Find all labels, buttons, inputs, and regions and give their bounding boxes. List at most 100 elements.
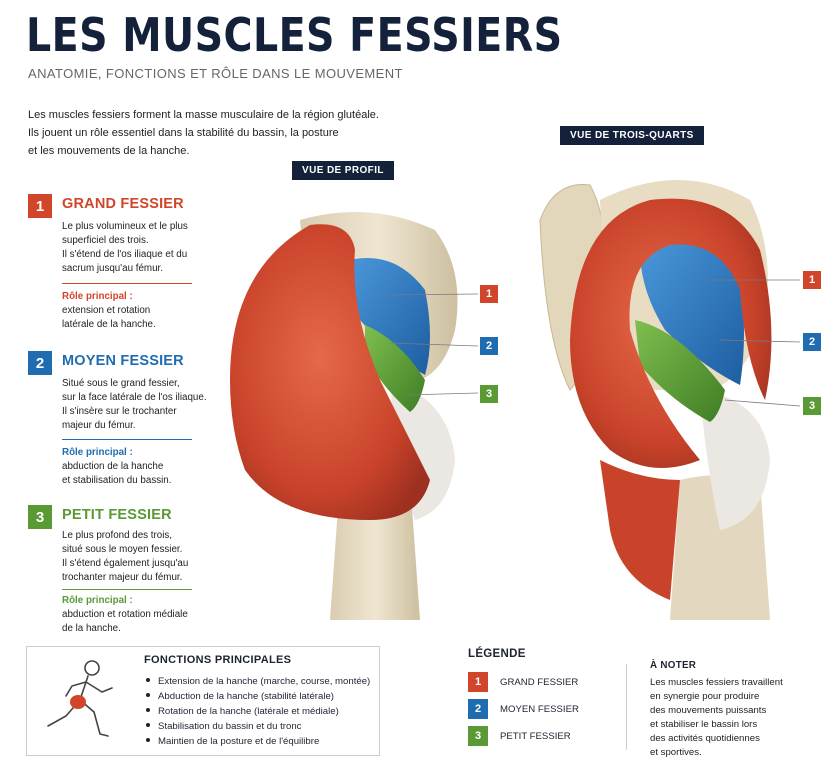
section-body-line: Il s'étend de l'os iliaque et du <box>62 249 188 260</box>
legend-label: PETIT FESSIER <box>500 730 571 742</box>
leader-line <box>389 342 479 347</box>
role-line: de la hanche. <box>62 623 121 634</box>
function-item-label: Stabilisation du bassin et du tronc <box>158 721 302 732</box>
functions-list: Extension de la hanche (marche, course, … <box>144 674 370 749</box>
runner-icon <box>47 660 113 737</box>
bullet-icon <box>146 678 150 683</box>
section-body-line: Le plus profond des trois, <box>62 530 173 541</box>
legend-swatch: 2 <box>468 699 488 719</box>
section-title-moyen-fessier: MOYEN FESSIER <box>62 353 184 369</box>
function-item: Rotation de la hanche (latérale et média… <box>144 704 370 719</box>
role-line: latérale de la hanche. <box>62 319 156 330</box>
section-body-line: situé sous le moyen fessier. <box>62 544 183 555</box>
note-line: Les muscles fessiers travaillent <box>650 677 783 688</box>
intro-text: Les muscles fessiers forment la masse mu… <box>28 106 379 160</box>
legend-title: LÉGENDE <box>468 648 526 660</box>
bullet-icon <box>146 723 150 728</box>
role-line: abduction de la hanche <box>62 461 164 472</box>
gluteus-medius-shape <box>348 258 430 375</box>
section-number-badge: 3 <box>28 505 52 529</box>
section-body-line: Le plus volumineux et le plus <box>62 221 188 232</box>
role-label: Rôle principal : <box>62 291 133 302</box>
note-body: Les muscles fessiers travaillent en syne… <box>650 676 783 760</box>
gluteus-minimus-shape <box>365 325 425 412</box>
bullet-icon <box>146 708 150 713</box>
callout-petit-fessier: 3 <box>803 397 821 415</box>
legend-item: 2 MOYEN FESSIER <box>468 699 579 719</box>
intro-line: Ils jouent un rôle essentiel dans la sta… <box>28 127 339 139</box>
section-body-line: Il s'insère sur le trochanter <box>62 406 177 417</box>
section-body-line: sacrum jusqu'au fémur. <box>62 263 163 274</box>
three-quarter-view-label: VUE DE TROIS-QUARTS <box>560 126 704 145</box>
leader-line <box>404 392 479 396</box>
functions-title: FONCTIONS PRINCIPALES <box>144 654 292 666</box>
section-body-line: Situé sous le grand fessier, <box>62 378 180 389</box>
gluteus-maximus-shape <box>570 198 772 469</box>
gluteus-maximus-shape <box>230 224 430 520</box>
callout-moyen-fessier: 2 <box>480 337 498 355</box>
intro-line: Les muscles fessiers forment la masse mu… <box>28 109 379 121</box>
role-line: abduction et rotation médiale <box>62 609 188 620</box>
legend-label: MOYEN FESSIER <box>500 703 579 715</box>
legend-item: 3 PETIT FESSIER <box>468 726 571 746</box>
intro-line: et les mouvements de la hanche. <box>28 145 190 157</box>
section-body: Le plus volumineux et le plus superficie… <box>62 220 188 276</box>
callout-grand-fessier: 1 <box>480 285 498 303</box>
function-item-label: Rotation de la hanche (latérale et média… <box>158 706 339 717</box>
role-body: abduction de la hanche et stabilisation … <box>62 460 171 488</box>
note-title: À NOTER <box>650 660 697 671</box>
leader-line <box>719 339 801 343</box>
section-body: Le plus profond des trois, situé sous le… <box>62 529 188 585</box>
note-line: des activités quotidiennes <box>650 733 760 744</box>
section-number-badge: 1 <box>28 194 52 218</box>
legend-divider <box>626 664 627 750</box>
section-body-line: superficiel des trois. <box>62 235 149 246</box>
note-line: et stabiliser le bassin lors <box>650 719 758 730</box>
section-title-petit-fessier: PETIT FESSIER <box>62 507 172 523</box>
section-body-line: Il s'étend également jusqu'au <box>62 558 189 569</box>
section-title-grand-fessier: GRAND FESSIER <box>62 196 184 212</box>
leader-line <box>724 399 801 407</box>
callout-moyen-fessier: 2 <box>803 333 821 351</box>
role-label: Rôle principal : <box>62 447 133 458</box>
callout-grand-fessier: 1 <box>803 271 821 289</box>
function-item-label: Abduction de la hanche (stabilité latéra… <box>158 691 334 702</box>
role-line: extension et rotation <box>62 305 151 316</box>
section-divider <box>62 439 192 440</box>
gluteus-minimus-shape <box>635 320 725 422</box>
function-item: Extension de la hanche (marche, course, … <box>144 674 370 689</box>
functions-panel <box>26 646 380 756</box>
profile-view-illustration <box>230 212 479 620</box>
legend-swatch: 3 <box>468 726 488 746</box>
function-item: Maintien de la posture et de l'équilibre <box>144 734 370 749</box>
role-body: abduction et rotation médiale de la hanc… <box>62 608 188 636</box>
role-label: Rôle principal : <box>62 595 133 606</box>
gluteus-medius-shape <box>640 242 744 385</box>
role-line: et stabilisation du bassin. <box>62 475 172 486</box>
note-line: en synergie pour produire <box>650 691 760 702</box>
section-body-line: sur la face latérale de l'os iliaque. <box>62 392 207 403</box>
three-quarter-view-illustration <box>539 180 801 620</box>
section-body: Situé sous le grand fessier, sur la face… <box>62 377 207 433</box>
section-divider <box>62 589 192 590</box>
note-line: et sportives. <box>650 747 702 758</box>
page-title: LES MUSCLES FESSIERS <box>26 8 563 62</box>
profile-view-label: VUE DE PROFIL <box>292 161 394 180</box>
bullet-icon <box>146 693 150 698</box>
page-subtitle: ANATOMIE, FONCTIONS ET RÔLE DANS LE MOUV… <box>28 66 403 81</box>
section-body-line: trochanter majeur du fémur. <box>62 572 183 583</box>
legend-swatch: 1 <box>468 672 488 692</box>
note-line: des mouvements puissants <box>650 705 767 716</box>
legend-item: 1 GRAND FESSIER <box>468 672 578 692</box>
function-item: Abduction de la hanche (stabilité latéra… <box>144 689 370 704</box>
bullet-icon <box>146 738 150 743</box>
function-item-label: Extension de la hanche (marche, course, … <box>158 676 371 687</box>
section-divider <box>62 283 192 284</box>
tendon-shape <box>700 390 770 530</box>
leader-line <box>379 293 479 296</box>
section-body-line: majeur du fémur. <box>62 420 136 431</box>
role-body: extension et rotation latérale de la han… <box>62 304 156 332</box>
section-number-badge: 2 <box>28 351 52 375</box>
function-item: Stabilisation du bassin et du tronc <box>144 719 370 734</box>
legend-label: GRAND FESSIER <box>500 676 579 688</box>
